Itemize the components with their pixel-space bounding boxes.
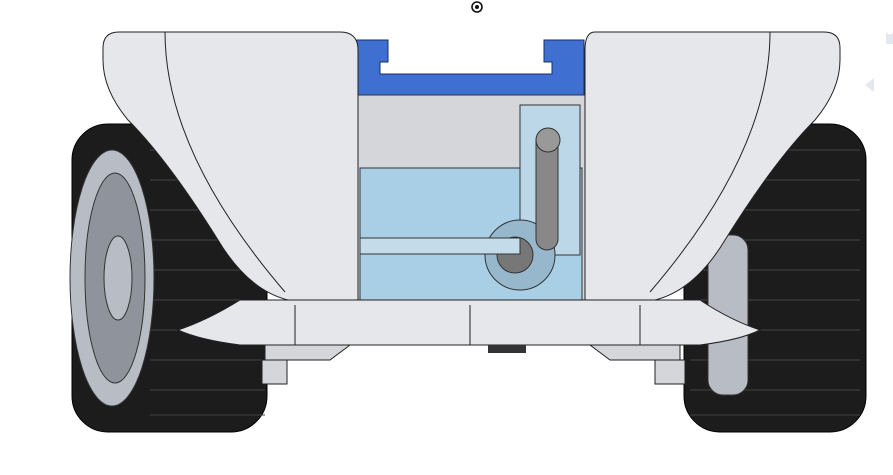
right-fender[interactable] [584, 31, 841, 301]
left-fender[interactable] [102, 31, 359, 301]
bottom-plate[interactable] [176, 299, 762, 346]
top-bracket[interactable] [347, 39, 585, 101]
view-cube-corner-icon[interactable] [886, 32, 893, 44]
view-cube-arrow-left-icon[interactable] [865, 78, 874, 92]
motor-linkage[interactable] [359, 104, 581, 291]
lower-mount-left [264, 344, 352, 361]
lower-mount-right [588, 344, 681, 361]
rotation-center-icon [471, 1, 483, 13]
